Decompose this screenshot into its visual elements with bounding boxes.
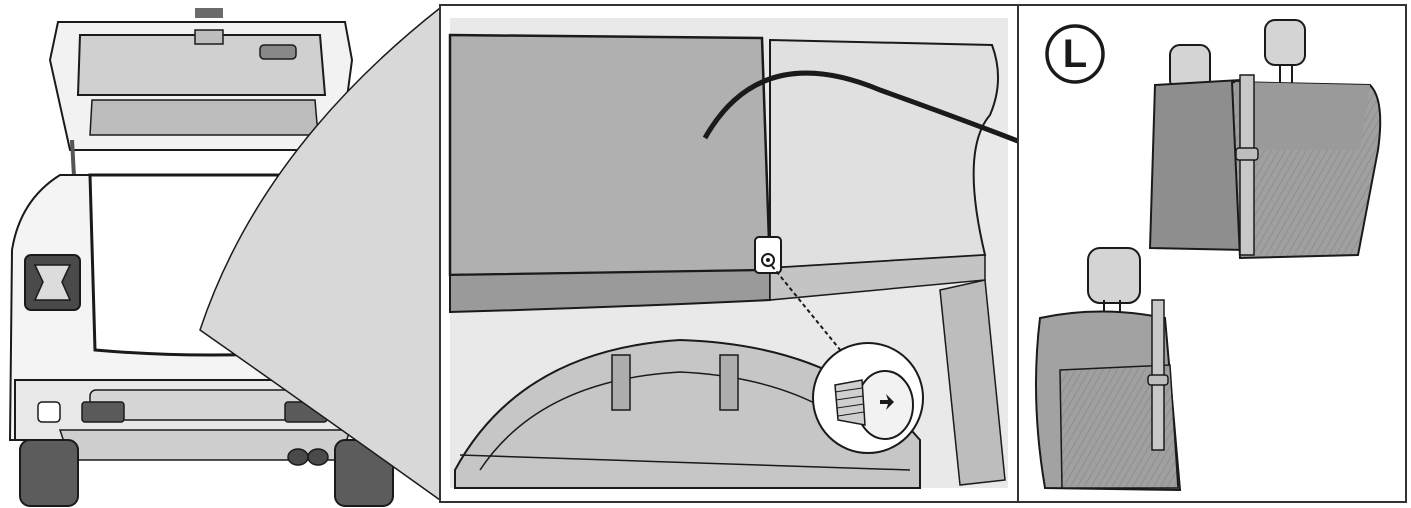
rear-seat-lower — [1035, 247, 1182, 492]
screw-icon — [812, 342, 924, 454]
rear-seat-upper — [1148, 19, 1382, 260]
seat-back-left — [448, 33, 772, 277]
circled-letter-icon — [1045, 24, 1105, 84]
detail-panel — [439, 4, 1129, 503]
seat-back-right — [769, 38, 1000, 270]
tire-left — [19, 439, 79, 507]
seat-panel — [1017, 4, 1407, 503]
